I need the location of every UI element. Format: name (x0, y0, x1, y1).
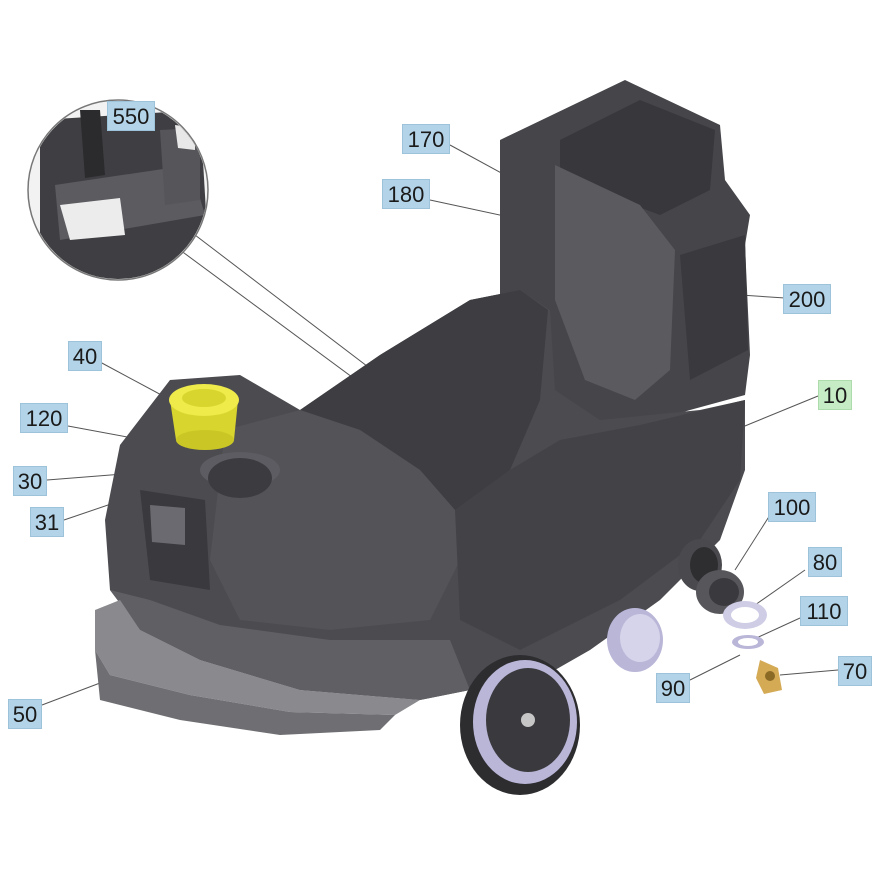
leader-80 (754, 569, 806, 606)
callout-550: 550 (107, 101, 155, 131)
leader-10 (739, 395, 819, 429)
callout-40: 40 (68, 341, 102, 371)
callout-31: 31 (30, 507, 64, 537)
callout-50: 50 (8, 699, 42, 729)
callout-10: 10 (818, 380, 852, 410)
leader-90 (689, 654, 741, 681)
leader-50 (41, 682, 101, 706)
leader-100 (734, 514, 771, 571)
callout-110: 110 (800, 596, 848, 626)
tank-cap (169, 384, 239, 450)
leader-lines (41, 127, 839, 706)
front-bumper (95, 600, 420, 735)
wheels (460, 608, 663, 795)
callout-120: 120 (20, 403, 68, 433)
callout-80: 80 (808, 547, 842, 577)
callout-30: 30 (13, 466, 47, 496)
drain-fitting-parts (678, 539, 782, 694)
callout-170: 170 (402, 124, 450, 154)
callout-200: 200 (783, 284, 831, 314)
leader-70 (779, 669, 839, 676)
callout-180: 180 (382, 179, 430, 209)
leader-110 (751, 617, 801, 641)
callout-100: 100 (768, 492, 816, 522)
callout-70: 70 (838, 656, 872, 686)
machine-body (105, 80, 750, 700)
detail-magnifier (27, 99, 209, 281)
callout-90: 90 (656, 673, 690, 703)
